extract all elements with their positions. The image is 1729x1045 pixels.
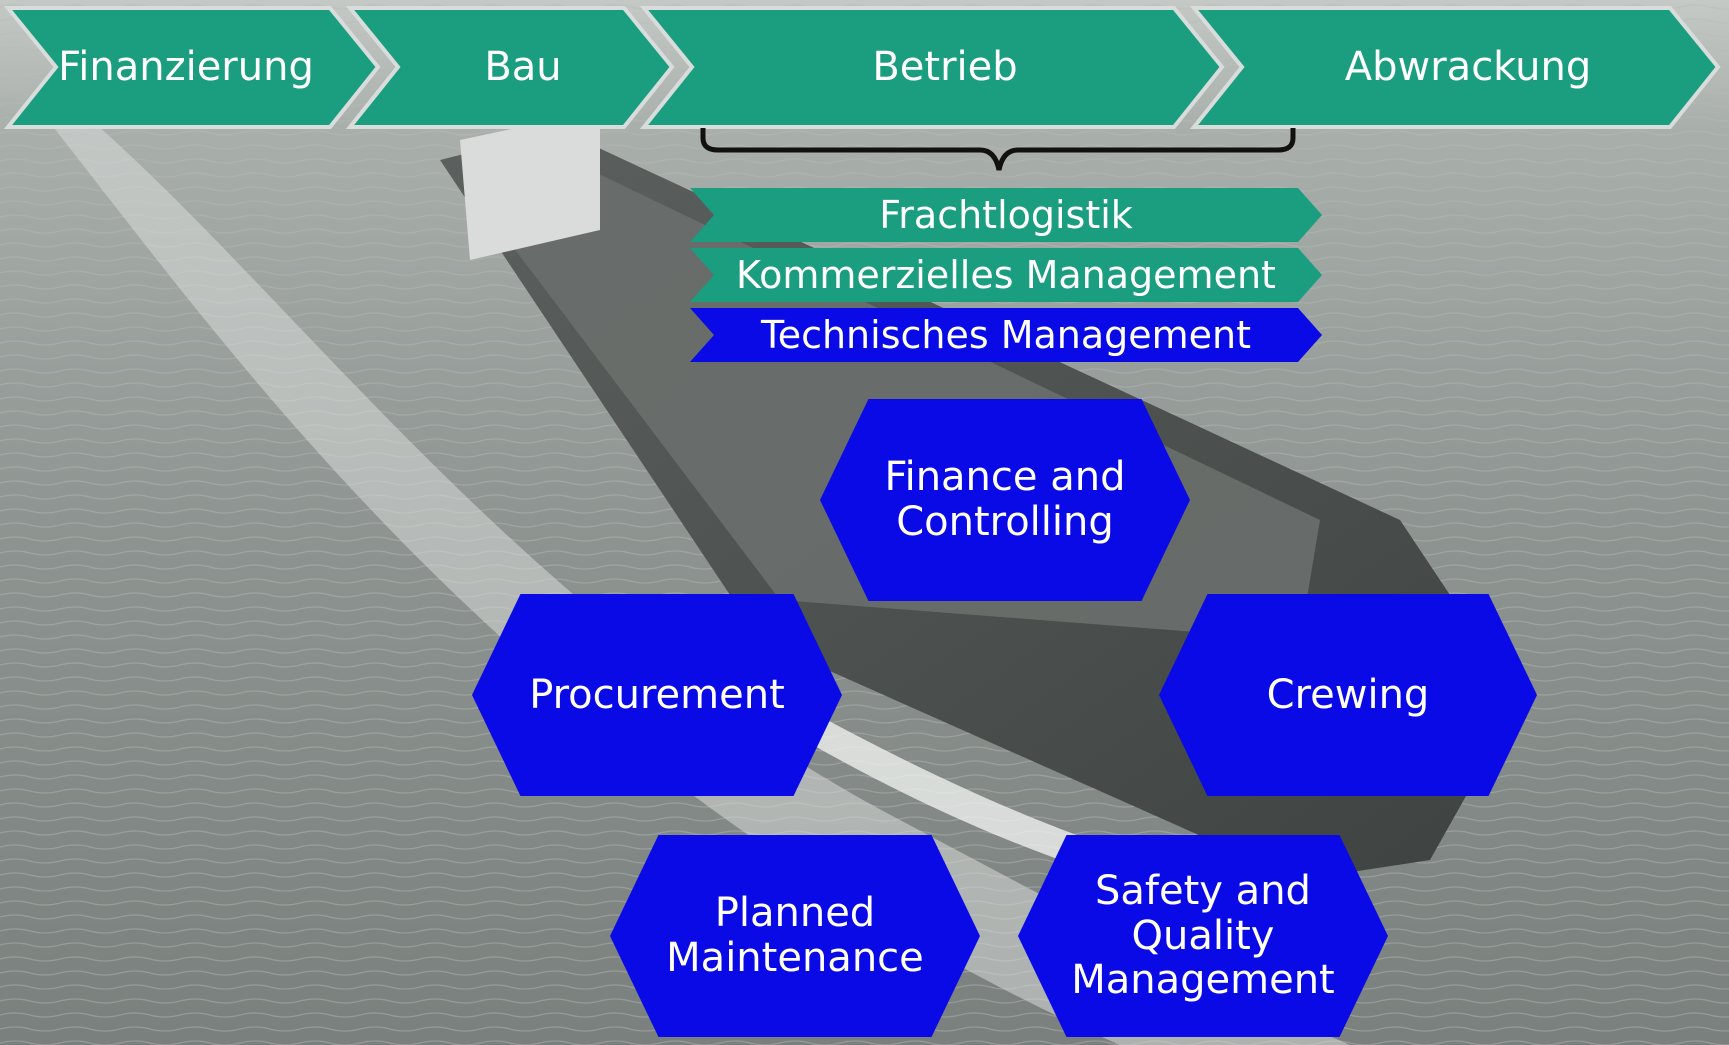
ship-wake — [40, 110, 1350, 1045]
phase-label-bau: Bau — [484, 44, 562, 91]
band-label-technisches-management: Technisches Management — [760, 312, 1252, 357]
function-hexagons — [472, 399, 1537, 1037]
phase-chevron-finanzierung — [3, 6, 381, 129]
hex-planned-maintenance — [610, 835, 980, 1037]
band-label-kommerzielles-management: Kommerzielles Management — [736, 252, 1276, 297]
hex-label-safety-and-quality-management: Safety and Quality Management — [1071, 867, 1335, 1004]
band-frachtlogistik — [690, 188, 1322, 242]
ship-bridge — [460, 110, 600, 260]
operation-bands — [690, 188, 1322, 362]
hex-safety-and-quality-management — [1018, 835, 1388, 1037]
band-label-frachtlogistik: Frachtlogistik — [879, 192, 1133, 237]
phase-chevron-bau — [345, 6, 675, 129]
band-kommerzielles-management — [690, 248, 1322, 302]
hex-crewing — [1159, 594, 1537, 796]
phase-label-abwrackung: Abwrackung — [1344, 44, 1592, 91]
phase-chevron-abwrackung — [1189, 6, 1721, 129]
hex-label-finance-and-controlling: Finance and Controlling — [884, 454, 1126, 545]
phase-label-finanzierung: Finanzierung — [58, 44, 314, 91]
phase-chevron-betrieb — [639, 6, 1225, 129]
bow-wave — [770, 700, 1150, 880]
hex-label-planned-maintenance: Planned Maintenance — [666, 890, 924, 981]
phase-label-betrieb: Betrieb — [872, 44, 1018, 91]
band-technisches-management — [690, 308, 1322, 362]
hex-procurement — [472, 594, 842, 796]
hex-label-crewing: Crewing — [1266, 671, 1430, 718]
hex-finance-and-controlling — [820, 399, 1190, 601]
phase-chevrons — [3, 6, 1721, 129]
hex-label-procurement: Procurement — [529, 671, 785, 718]
betrieb-brace — [700, 128, 1296, 171]
